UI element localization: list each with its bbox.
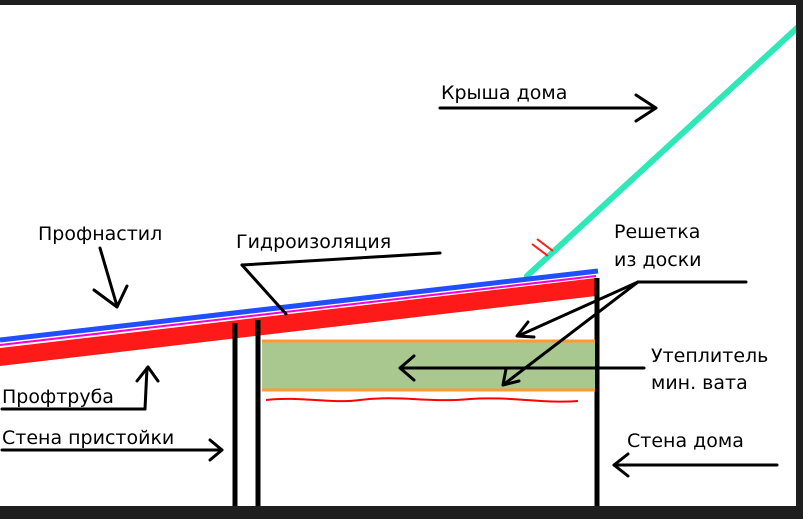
label-annex-wall: Стена пристойки — [2, 427, 174, 449]
profnastil-sheet — [0, 268, 599, 343]
label-roof: Крыша дома — [441, 82, 567, 104]
label-insulation-line1: Утеплитель — [651, 345, 768, 367]
waterproofing-layer — [0, 275, 597, 346]
label-insulation-line2: мин. вата — [651, 372, 748, 394]
house-roof-line — [524, 25, 800, 279]
arrow-icon — [398, 354, 646, 382]
proftruba-beam — [0, 278, 596, 366]
arrow-icon — [0, 438, 224, 462]
label-waterproofing: Гидроизоляция — [236, 231, 391, 253]
label-profnastil: Профнастил — [38, 223, 162, 245]
label-grating-line2: из доски — [614, 249, 702, 271]
break-mark-icon — [531, 238, 554, 257]
arrow-icon — [92, 246, 129, 309]
insulation-block — [262, 342, 595, 389]
arrow-icon — [612, 452, 779, 478]
frame-top — [0, 0, 803, 5]
vapor-barrier-line — [265, 397, 579, 403]
arrow-icon — [438, 93, 658, 123]
label-proftruba: Профтруба — [2, 386, 114, 408]
frame-right — [796, 0, 803, 514]
arrow-icon — [240, 251, 442, 316]
label-house-wall: Стена дома — [627, 430, 744, 452]
arrow-icon — [0, 365, 160, 411]
label-grating-line1: Решетка — [614, 221, 700, 243]
frame-bottom — [0, 506, 803, 514]
